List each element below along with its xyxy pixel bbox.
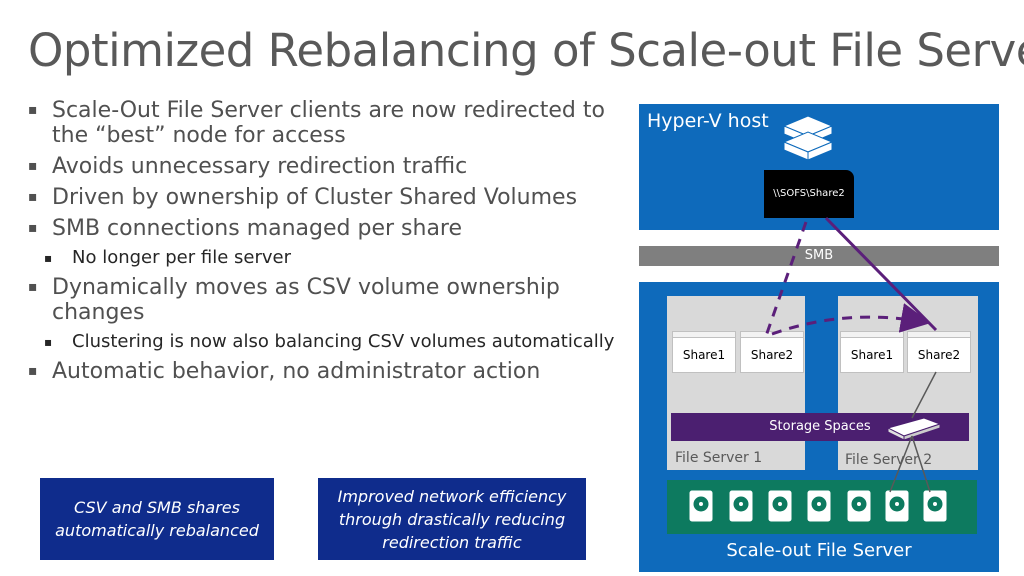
bullet-item: Avoids unnecessary redirection traffic: [28, 154, 648, 179]
bullet-item: Scale-Out File Server clients are now re…: [28, 98, 648, 148]
hard-disk-icon: [806, 489, 832, 523]
file-server-1-label: File Server 1: [675, 450, 763, 466]
hyperv-host-label: Hyper-V host: [647, 110, 769, 132]
bullet-list: Scale-Out File Server clients are now re…: [28, 98, 648, 390]
share-folder-fs2-share1: Share1: [840, 337, 904, 373]
hard-disk-icon: [688, 489, 714, 523]
disk-icons-row: [688, 489, 948, 523]
bullet-item: Automatic behavior, no administrator act…: [28, 359, 648, 384]
sub-bullet-item: No longer per file server: [28, 247, 648, 269]
smb-bar: SMB: [639, 246, 999, 266]
callout-rebalanced: CSV and SMB shares automatically rebalan…: [40, 478, 274, 560]
scale-out-file-server-label: Scale-out File Server: [726, 540, 912, 561]
disk-drive-icon: [886, 417, 942, 441]
hard-disk-icon: [922, 489, 948, 523]
bullet-item: Dynamically moves as CSV volume ownershi…: [28, 275, 572, 325]
share-folder-fs2-share2: Share2: [907, 337, 971, 373]
file-server-2-label: File Server 2: [845, 452, 933, 468]
share-folder-fs1-share2: Share2: [740, 337, 804, 373]
callout-network-efficiency: Improved network efficiency through dras…: [318, 478, 586, 560]
file-server-1-box: [667, 296, 805, 470]
bullet-item: SMB connections managed per share: [28, 216, 648, 241]
hard-disk-icon: [767, 489, 793, 523]
share-folder-fs1-share1: Share1: [672, 337, 736, 373]
slide-title: Optimized Rebalancing of Scale-out File …: [28, 24, 1024, 77]
folder-tab-icon: [672, 331, 736, 338]
bullet-item: Driven by ownership of Cluster Shared Vo…: [28, 185, 648, 210]
hard-disk-icon: [846, 489, 872, 523]
sub-bullet-item: Clustering is now also balancing CSV vol…: [28, 331, 648, 353]
hard-disk-icon: [728, 489, 754, 523]
hard-disk-icon: [884, 489, 910, 523]
share-path-label: \\SOFS\Share2: [764, 170, 854, 218]
server-icon: [782, 115, 834, 161]
file-server-2-box: [838, 296, 978, 470]
